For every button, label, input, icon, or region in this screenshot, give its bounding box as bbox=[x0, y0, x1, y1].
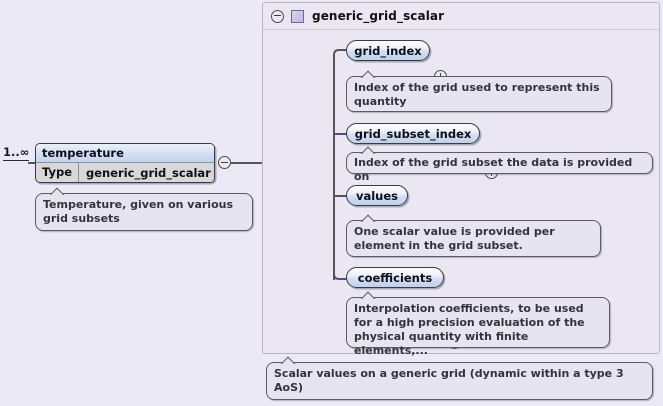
element-type-value-label: generic_grid_scalar bbox=[86, 165, 211, 180]
element-label: grid_index bbox=[354, 43, 422, 58]
tree-branch-values bbox=[333, 195, 347, 197]
tree-corner-bottom bbox=[333, 268, 347, 280]
element-label: coefficients bbox=[357, 270, 433, 285]
complex-type-icon bbox=[291, 9, 304, 23]
element-node-grid-subset-index[interactable]: grid_subset_index bbox=[346, 123, 480, 144]
annotation-coefficients: Interpolation coefficients, to be used f… bbox=[346, 297, 610, 357]
annotation-temperature: Temperature, given on various grid subse… bbox=[35, 193, 253, 231]
element-node-grid-index[interactable]: grid_index bbox=[346, 40, 430, 61]
annotation-tail bbox=[50, 187, 66, 195]
annotation-grid-subset-index: Index of the grid subset the data is pro… bbox=[346, 152, 653, 183]
annotation-text: Index of the grid used to represent this… bbox=[354, 81, 600, 108]
annotation-tail bbox=[361, 146, 377, 154]
element-name-label: temperature bbox=[42, 146, 124, 160]
tree-spine bbox=[333, 58, 335, 280]
tree-corner-top bbox=[333, 49, 347, 61]
element-name-row: temperature bbox=[36, 144, 214, 163]
element-type-row: Type generic_grid_scalar bbox=[36, 163, 214, 182]
annotation-generic-grid-scalar: Scalar values on a generic grid (dynamic… bbox=[266, 362, 653, 400]
complex-type-header: generic_grid_scalar bbox=[263, 3, 659, 30]
annotation-tail bbox=[361, 291, 377, 299]
annotation-text: Interpolation coefficients, to be used f… bbox=[354, 302, 585, 357]
connector-cardinality-to-element bbox=[28, 162, 37, 164]
annotation-text: One scalar value is provided per element… bbox=[354, 225, 555, 252]
cardinality-label: 1..∞ bbox=[3, 145, 30, 161]
annotation-text: Temperature, given on various grid subse… bbox=[43, 198, 234, 225]
annotation-tail bbox=[281, 356, 297, 364]
complex-type-title: generic_grid_scalar bbox=[312, 9, 445, 23]
annotation-text: Scalar values on a generic grid (dynamic… bbox=[274, 367, 624, 394]
annotation-text: Index of the grid subset the data is pro… bbox=[354, 156, 633, 183]
tree-branch-grid-subset-index bbox=[333, 133, 347, 135]
element-label: values bbox=[355, 188, 399, 203]
minus-circle-icon-type[interactable] bbox=[271, 9, 284, 23]
element-type-key-label: Type bbox=[36, 163, 80, 182]
minus-circle-icon-element[interactable] bbox=[218, 156, 231, 169]
annotation-tail bbox=[361, 214, 377, 222]
element-node-temperature[interactable]: temperature Type generic_grid_scalar bbox=[35, 143, 215, 183]
annotation-tail bbox=[361, 70, 377, 78]
annotation-values: One scalar value is provided per element… bbox=[346, 220, 601, 257]
connector-element-to-sequence bbox=[231, 162, 285, 164]
complex-type-panel: generic_grid_scalar bbox=[262, 2, 660, 354]
element-node-coefficients[interactable]: coefficients bbox=[346, 267, 444, 288]
element-label: grid_subset_index bbox=[354, 126, 472, 141]
element-node-values[interactable]: values bbox=[346, 185, 408, 206]
annotation-grid-index: Index of the grid used to represent this… bbox=[346, 76, 612, 112]
